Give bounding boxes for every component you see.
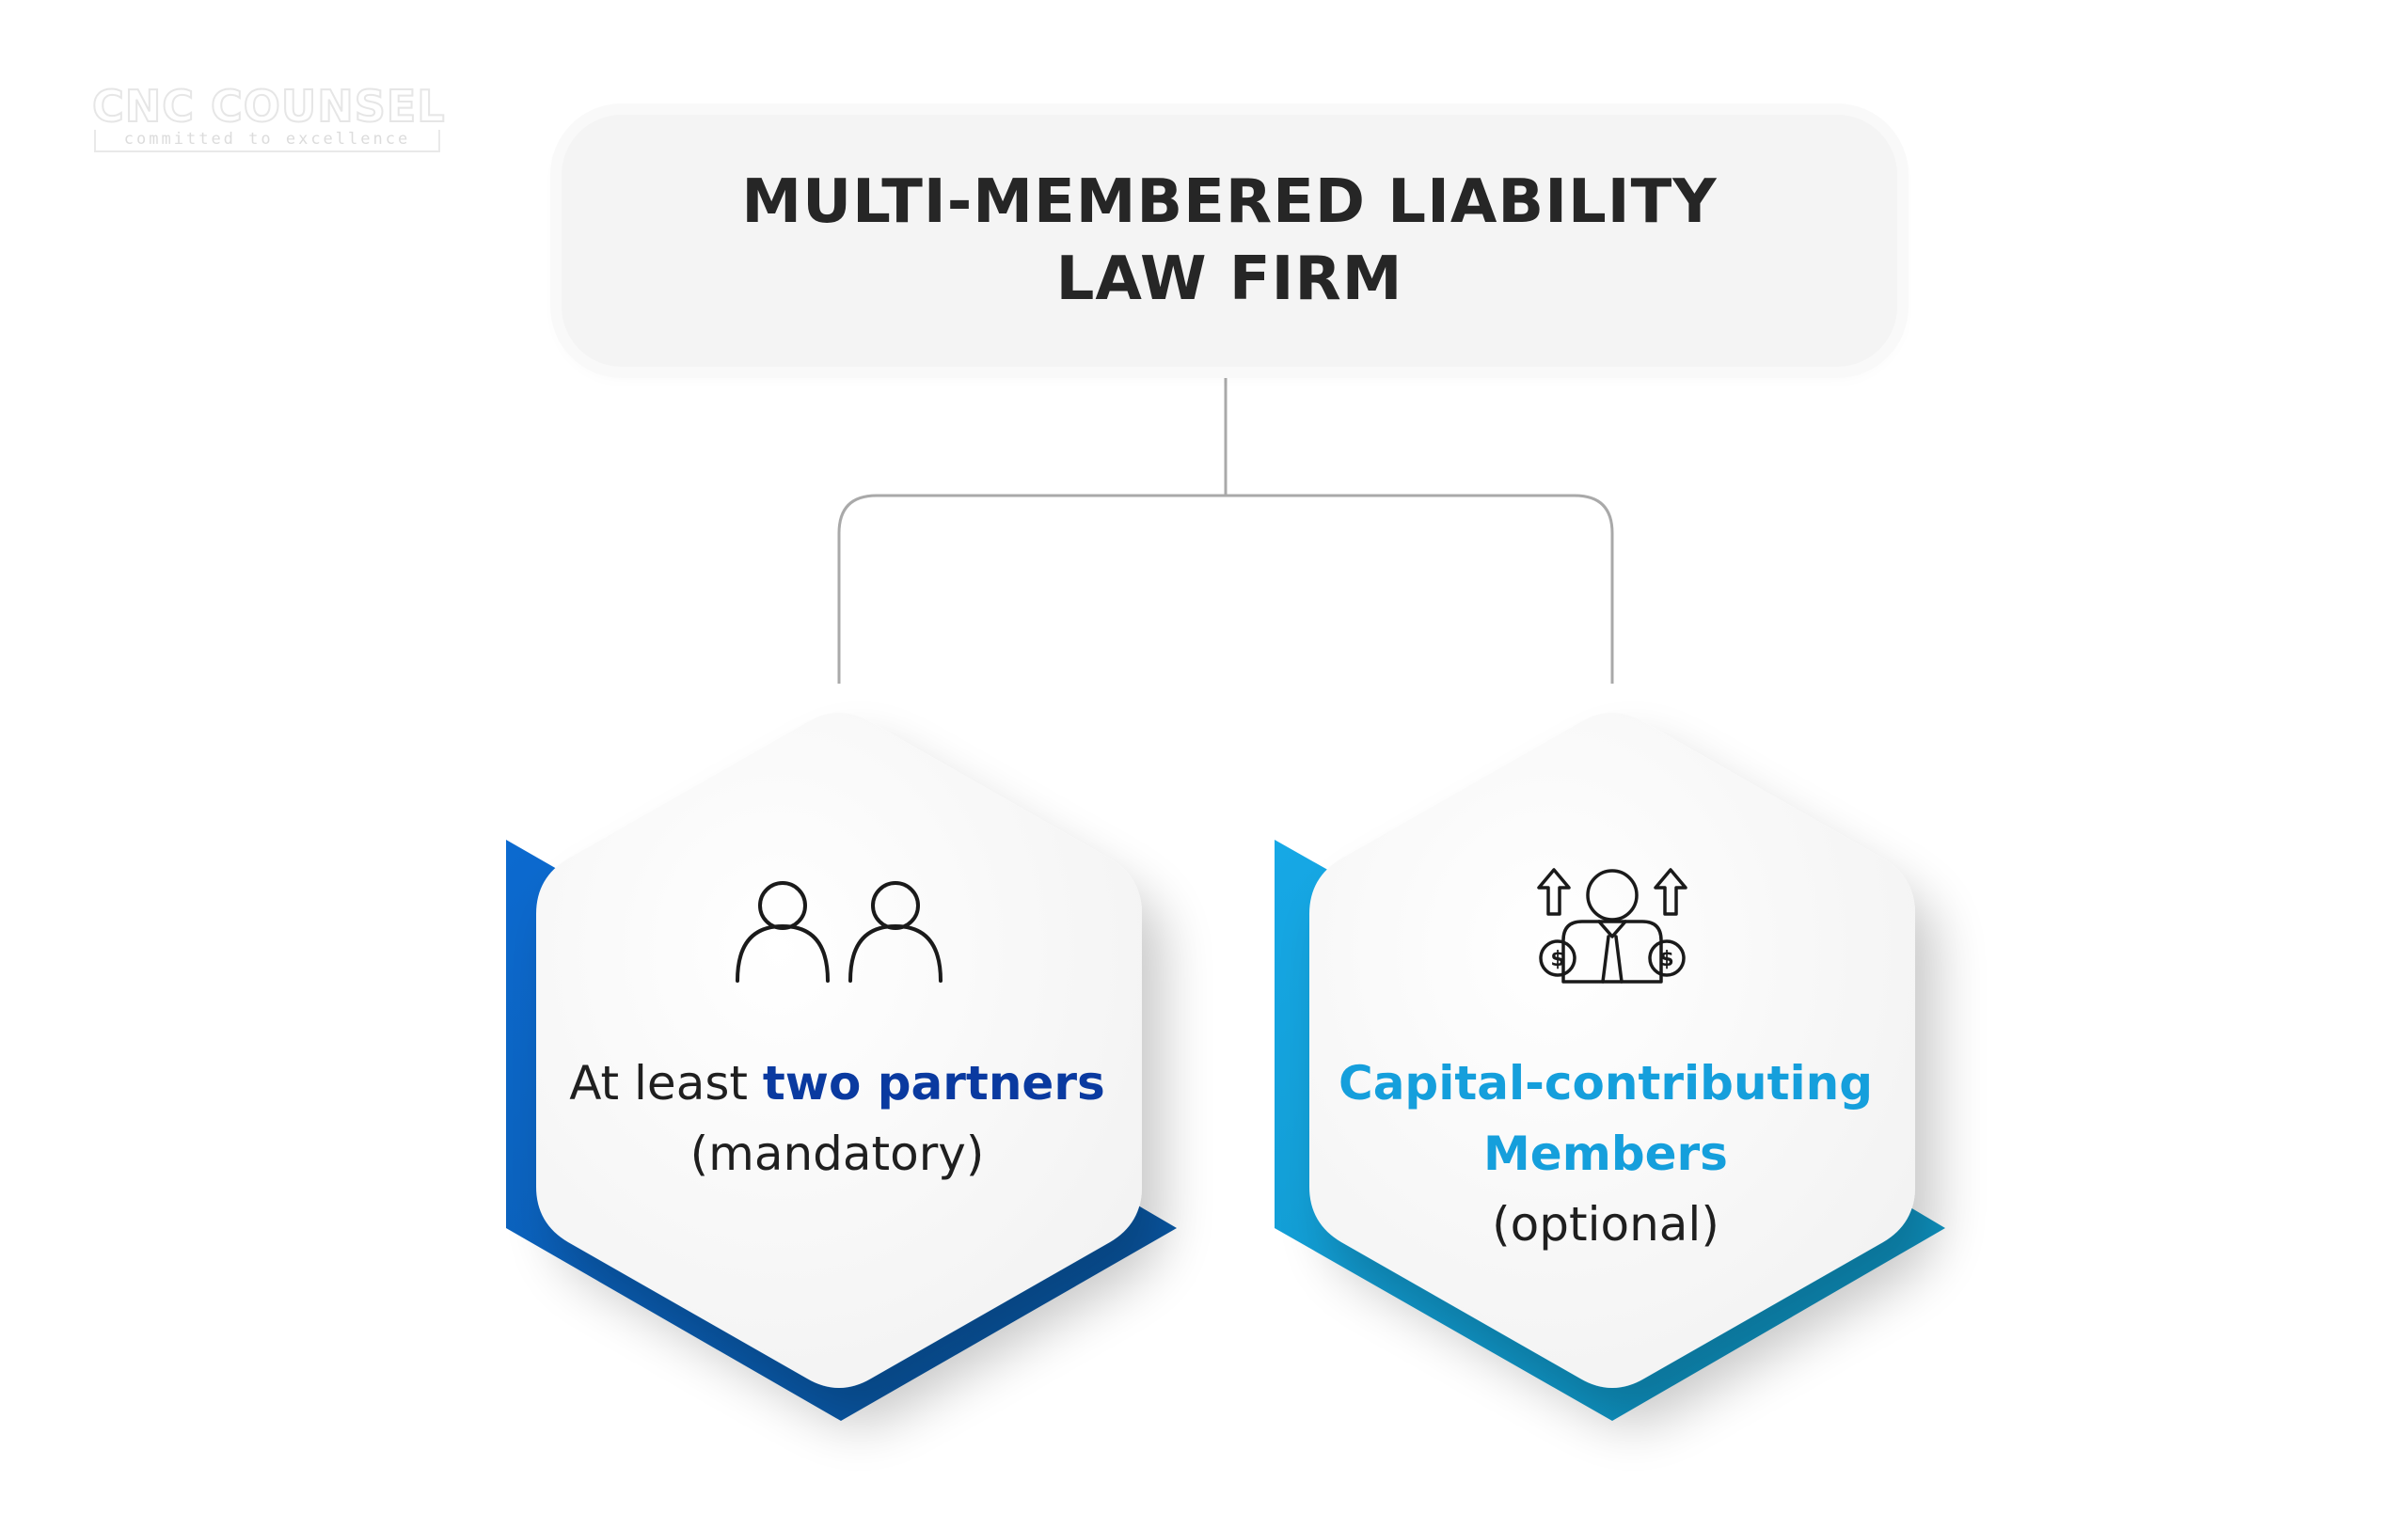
hexagon-right-label: Capital-contributing Members (optional): [1295, 1048, 1916, 1260]
logo-name: CNC COUNSEL: [91, 80, 446, 133]
partners-note: (mandatory): [689, 1127, 985, 1181]
svg-text:$: $: [1659, 948, 1673, 971]
dollar-sign-icons: $ $: [1550, 948, 1673, 971]
hexagon-left-label: At least two partners (mandatory): [527, 1048, 1148, 1190]
partners-prefix: At least: [569, 1056, 763, 1111]
hexagon-left: [506, 713, 1177, 1421]
hexagon-left-face: [536, 713, 1142, 1388]
title-line-1: MULTI-MEMBERED LIABILITY: [741, 167, 1718, 237]
svg-text:$: $: [1550, 948, 1564, 971]
hexagon-left-line-1: At least two partners: [527, 1048, 1148, 1119]
logo-tagline: committed to excellence: [94, 130, 440, 152]
connector-branch: [837, 494, 1614, 684]
hexagon-right-face: [1309, 713, 1915, 1388]
two-people-icon: [736, 881, 943, 983]
title-box: MULTI-MEMBERED LIABILITY LAW FIRM: [562, 115, 1897, 367]
members-highlight-line-1: Capital-contributing: [1339, 1056, 1873, 1111]
title-text: MULTI-MEMBERED LIABILITY LAW FIRM: [741, 164, 1717, 318]
members-highlight-line-2: Members: [1483, 1127, 1728, 1181]
capital-member-icon: [1537, 868, 1687, 984]
connector-lines: [837, 378, 1614, 684]
title-line-2: LAW FIRM: [1055, 244, 1403, 314]
partners-highlight: two partners: [762, 1056, 1105, 1111]
hexagon-right: $ $: [1275, 713, 1945, 1421]
members-note: (optional): [1492, 1197, 1719, 1252]
logo: CNC COUNSEL committed to excellence: [91, 80, 446, 156]
